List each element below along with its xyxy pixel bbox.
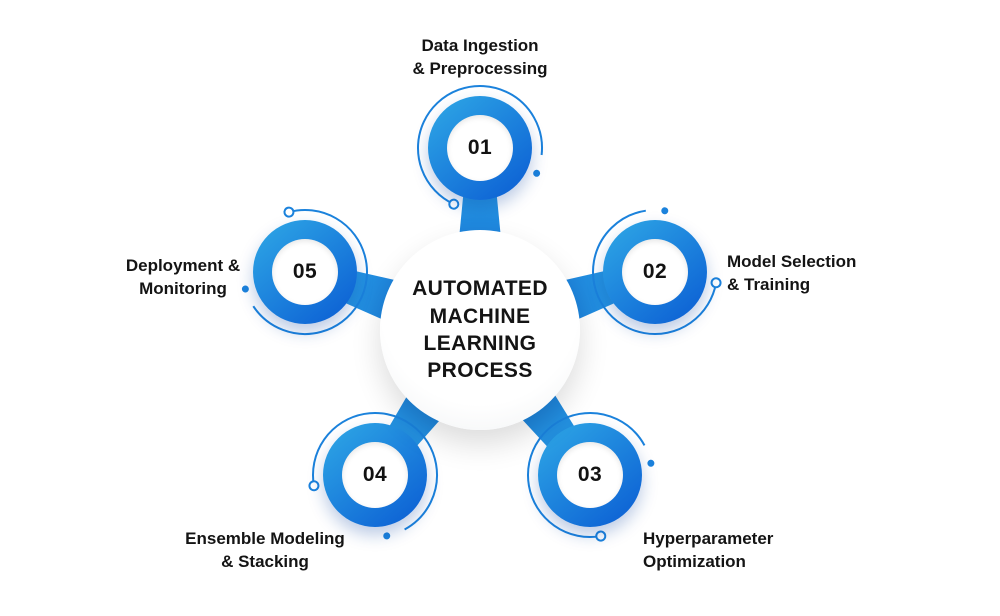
- title-line: PROCESS: [427, 359, 533, 383]
- title-line: MACHINE: [429, 304, 531, 328]
- node-number: 05: [272, 239, 338, 305]
- label-data-ingestion: Data Ingestion & Preprocessing: [370, 35, 590, 81]
- label-line: Monitoring: [139, 278, 227, 298]
- decorative-arc-icon: [527, 412, 655, 542]
- node-ring: 01: [428, 96, 532, 200]
- label-model-selection: Model Selection & Training: [727, 251, 912, 297]
- decorative-arc-icon: [416, 85, 543, 211]
- process-node-03: 03: [527, 412, 655, 542]
- label-deployment: Deployment & Monitoring: [88, 255, 278, 301]
- process-node-02: 02: [592, 207, 722, 335]
- label-ensemble-modeling: Ensemble Modeling & Stacking: [155, 528, 375, 574]
- center-circle: AUTOMATED MACHINE LEARNING PROCESS: [380, 230, 580, 430]
- process-node-05: 05: [241, 206, 368, 335]
- decorative-arc-icon: [308, 411, 438, 540]
- decorative-arc-icon: [592, 207, 722, 335]
- process-node-04: 04: [308, 411, 438, 540]
- title-line: AUTOMATED: [412, 277, 548, 301]
- title-line: LEARNING: [423, 332, 537, 355]
- label-line: Model Selection: [727, 252, 857, 271]
- label-hyperparameter: Hyperparameter Optimization: [643, 528, 848, 574]
- node-ring: 02: [603, 220, 707, 324]
- label-line: & Preprocessing: [412, 58, 548, 78]
- label-line: & Stacking: [221, 551, 309, 571]
- label-line: & Training: [727, 274, 811, 294]
- label-line: Deployment &: [125, 256, 241, 275]
- decorative-arc-icon: [241, 206, 368, 335]
- diagram-title: AUTOMATED MACHINE LEARNING PROCESS: [412, 275, 548, 384]
- node-number: 04: [342, 442, 408, 508]
- node-ring: 03: [538, 423, 642, 527]
- node-ring: 05: [253, 220, 357, 324]
- node-number: 01: [447, 115, 513, 181]
- label-line: Optimization: [643, 551, 746, 571]
- node-number: 02: [622, 239, 688, 305]
- label-line: Data Ingestion: [421, 36, 539, 55]
- label-line: Ensemble Modeling: [185, 529, 345, 548]
- label-line: Hyperparameter: [643, 529, 774, 548]
- process-node-01: 01: [416, 85, 543, 211]
- node-number: 03: [557, 442, 623, 508]
- node-ring: 04: [323, 423, 427, 527]
